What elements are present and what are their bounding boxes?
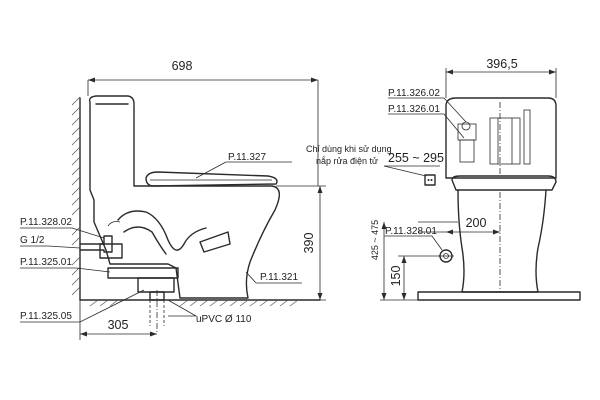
dimension-height: 390 (276, 185, 326, 301)
socket-note: Chỉ dùng khi sử dụng nắp rửa điện tử (306, 144, 392, 166)
callout-inlet-thread: G 1/2 (20, 235, 81, 249)
callout-seat: P.11.327 (195, 152, 292, 179)
callout-fill-valve: P.11.326.01 (388, 104, 465, 139)
overall-width-value: 396,5 (486, 57, 517, 71)
label-drain-connector: P.11.325.01 (20, 257, 72, 268)
callout-upvc: uPVC Ø 110 (167, 299, 252, 325)
dimension-overall-length: 698 (87, 59, 319, 186)
label-seat: P.11.327 (228, 152, 266, 163)
callout-body: P.11.321 (245, 271, 302, 284)
dimension-supply-height: 150 (389, 255, 440, 301)
front-floor (417, 291, 581, 301)
wall (71, 96, 81, 301)
dimension-socket-range: 255 ~ 295 (383, 151, 444, 177)
drain-pipe (149, 290, 165, 334)
label-fill-valve: P.11.326.01 (388, 104, 440, 115)
supply-height-value: 150 (389, 266, 403, 287)
supply-range-value: 425 ~ 475 (370, 220, 380, 260)
pedestal-front (457, 189, 547, 293)
floor (79, 299, 321, 307)
seat-front (451, 175, 557, 191)
label-flush-valve: P.11.326.02 (388, 88, 440, 99)
label-inlet-thread: G 1/2 (20, 235, 45, 246)
callout-inlet-valve: P.11.328.02 (20, 217, 105, 239)
note-line1: Chỉ dùng khi sử dụng (306, 144, 392, 154)
label-upvc: uPVC Ø 110 (196, 314, 252, 325)
height-value: 390 (302, 233, 316, 254)
dimension-supply-offset: 200 (418, 216, 500, 235)
drain-connector (107, 267, 179, 301)
dimension-overall-width: 396,5 (445, 57, 557, 98)
side-view: 698 390 305 P.11.327 P.11.321 (20, 59, 326, 340)
callout-drain-pipe: P.11.325.05 (20, 289, 145, 323)
tank-internals (457, 102, 531, 176)
label-drain-pipe: P.11.325.05 (20, 311, 72, 322)
socket-range-value: 255 ~ 295 (388, 151, 444, 165)
label-inlet-valve: P.11.328.02 (20, 217, 72, 228)
supply-offset-value: 200 (466, 216, 487, 230)
dimension-rough-in: 305 (79, 300, 157, 340)
trapway (117, 210, 207, 251)
dimension-supply-range: 425 ~ 475 (370, 220, 398, 301)
angle-valve (438, 249, 454, 263)
toilet-body-side (88, 95, 280, 299)
overall-length-value: 698 (172, 59, 193, 73)
seat (145, 171, 278, 187)
label-body: P.11.321 (260, 272, 298, 283)
electric-socket (424, 174, 436, 186)
tank-front (445, 97, 557, 179)
front-view: 396,5 200 150 425 ~ 475 (306, 57, 581, 301)
callout-angle-valve: P.11.328.01 (384, 226, 443, 251)
inlet-assembly (79, 221, 123, 259)
note-line2: nắp rửa điện tử (316, 156, 378, 166)
callout-drain-connector: P.11.325.01 (20, 257, 111, 273)
label-angle-valve: P.11.328.01 (385, 226, 437, 237)
rough-in-value: 305 (108, 318, 129, 332)
callout-flush-valve: P.11.326.02 (388, 88, 467, 123)
